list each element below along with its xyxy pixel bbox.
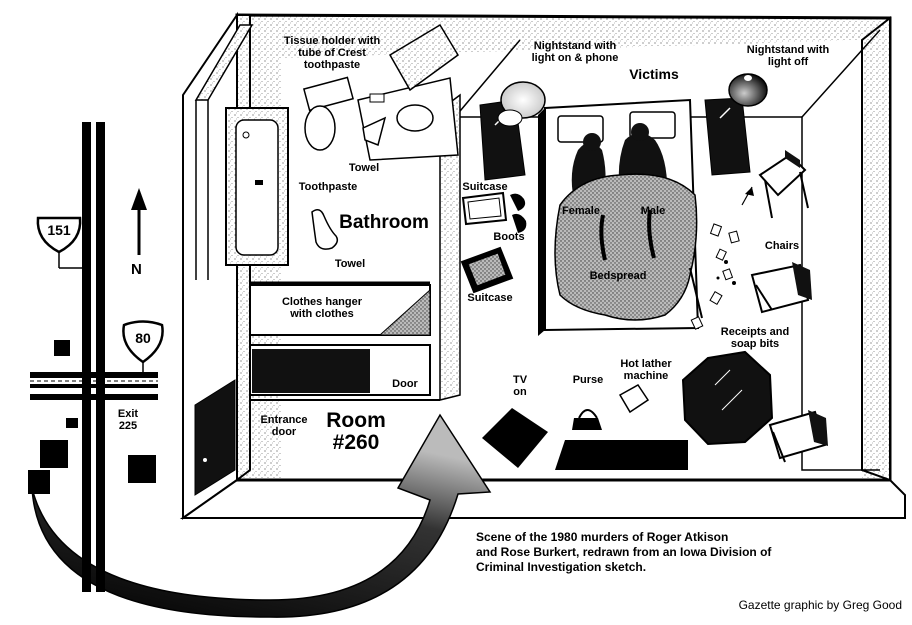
label-line: Receipts and [720, 326, 790, 338]
label-toothpaste: Toothpaste [298, 181, 358, 193]
label-line: door [271, 426, 297, 438]
label-suitcase-bottom: Suitcase [467, 292, 513, 304]
label-tissue-holder: Tissue holder with tube of Crest toothpa… [272, 35, 392, 71]
label-boots: Boots [493, 231, 525, 243]
label-line: light off [767, 56, 809, 68]
label-towel-sink: Towel [348, 162, 380, 174]
label-nightstand-off: Nightstand with light off [728, 44, 848, 68]
label-tv: TV on [500, 374, 540, 398]
label-victims: Victims [629, 66, 679, 82]
label-line: Exit [117, 408, 139, 420]
label-chairs: Chairs [764, 240, 800, 252]
caption-line: Scene of the 1980 murders of Roger Atkis… [476, 530, 729, 544]
label-entrance-door: Entrance door [246, 414, 322, 438]
bathroom [194, 14, 461, 483]
us-151-label: 151 [47, 222, 71, 238]
label-female: Female [562, 205, 600, 217]
label-door: Door [392, 378, 418, 390]
caption: Scene of the 1980 murders of Roger Atkis… [476, 530, 856, 575]
hot-lather-machine [618, 384, 650, 414]
table [681, 350, 774, 446]
chair-2 [750, 262, 812, 314]
label-receipts: Receipts and soap bits [700, 326, 810, 350]
receipts-and-soap [690, 186, 754, 330]
nightstand-left [479, 81, 546, 181]
graphic-credit: Gazette graphic by Greg Good [738, 598, 902, 612]
label-line: Tissue holder with [283, 35, 381, 47]
label-line: toothpaste [303, 59, 361, 71]
label-bathroom: Bathroom [339, 212, 429, 233]
label-towel-floor: Towel [334, 258, 366, 270]
suitcase-top [461, 191, 508, 226]
label-hot-lather: Hot lather machine [606, 358, 686, 382]
label-line: Nightstand with [746, 44, 830, 56]
label-nightstand-on: Nightstand with light on & phone [515, 40, 635, 64]
label-line: on [513, 386, 527, 398]
bed [538, 98, 703, 336]
label-clothes-hanger: Clothes hanger with clothes [262, 296, 382, 320]
tv [482, 408, 548, 468]
label-purse: Purse [572, 374, 604, 386]
chair-1 [758, 150, 809, 219]
label-line: #260 [332, 431, 380, 454]
label-line: Hot lather [620, 358, 672, 370]
exit-label: Exit 225 [108, 408, 148, 432]
label-line: 225 [118, 420, 138, 432]
caption-line: and Rose Burkert, redrawn from an Iowa D… [476, 545, 772, 559]
label-bedspread: Bedspread [589, 270, 647, 282]
label-suitcase-top: Suitcase [462, 181, 508, 193]
label-line: soap bits [730, 338, 780, 350]
label-room-number: Room #260 [316, 410, 396, 454]
label-line: tube of Crest [298, 47, 366, 59]
entrance-door [194, 379, 236, 496]
label-line: Room [326, 409, 386, 432]
label-line: machine [623, 370, 669, 382]
label-line: light on & phone [531, 52, 619, 64]
boots [510, 193, 527, 233]
label-line: Nightstand with [533, 40, 617, 52]
north-label: N [131, 261, 142, 278]
label-line: TV [512, 374, 528, 386]
nightstand-right [704, 73, 768, 176]
label-male: Male [640, 205, 666, 217]
label-line: Clothes hanger [281, 296, 363, 308]
purse [572, 409, 602, 430]
suitcase-bottom [460, 246, 514, 294]
area-map [28, 122, 164, 592]
chair-3 [768, 410, 828, 463]
label-line: Entrance [260, 414, 308, 426]
closet [249, 281, 440, 401]
caption-line: Criminal Investigation sketch. [476, 560, 647, 574]
label-line: with clothes [290, 308, 354, 320]
dresser [555, 440, 688, 470]
location-arrow [31, 413, 492, 618]
i-80-label: 80 [135, 330, 151, 346]
